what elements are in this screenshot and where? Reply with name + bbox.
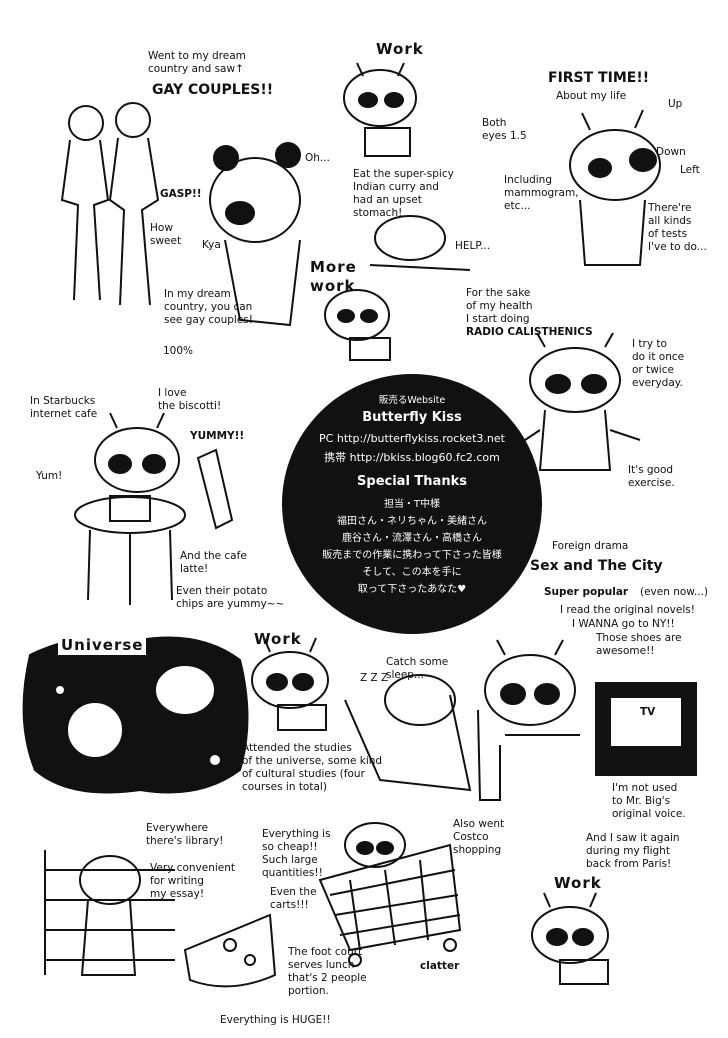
cheap-text: Everything is so cheap!! Such large quan… <box>262 828 331 880</box>
thanks-line: そして、この本を手に <box>362 567 462 578</box>
library-text: Everywhere there's library! <box>146 822 224 848</box>
thanks-title: Special Thanks <box>357 474 467 489</box>
about-life-text: About my life <box>556 90 627 102</box>
left-text: Left <box>680 164 700 176</box>
yum-text: Yum! <box>36 470 63 482</box>
thanks-line: 鹿谷さん・流澤さん・高橋さん <box>342 533 482 544</box>
bottom-work-character <box>531 892 609 985</box>
health-character <box>569 109 661 266</box>
starbucks-character <box>74 412 186 605</box>
how-sweet-text: How sweet <box>150 222 182 248</box>
radio-calisthenics-text: RADIO CALISTHENICS <box>466 326 593 338</box>
novels-text: I read the original novels! <box>560 604 695 616</box>
show-title-text: Sex and The City <box>530 558 663 574</box>
gay-couples-text: GAY COUPLES!! <box>152 82 274 98</box>
percent-badge: 100% <box>163 345 194 357</box>
more-work-title: More work <box>310 258 357 295</box>
first-time-text: FIRST TIME!! <box>548 70 650 86</box>
panda-character <box>209 142 301 327</box>
flight-text: And I saw it again during my flight back… <box>586 832 680 871</box>
costco-text: Also went Costco shopping <box>453 818 505 857</box>
website-caption: 販売るWebsite <box>378 395 446 406</box>
curry-text: Eat the super-spicy Indian curry and had… <box>353 168 454 220</box>
sleeping-character <box>344 674 472 792</box>
thanks-line: 販売までの作業に携わって下さった皆様 <box>322 550 502 561</box>
down-text: Down <box>656 146 686 158</box>
info-circle: 販売るWebsite Butterfly Kiss PC http://butt… <box>282 374 542 634</box>
biscotti-text: I love the biscotti! <box>158 387 222 413</box>
work-title-top: Work <box>376 40 424 58</box>
foodcourt-text: The foot court serves lunch that's 2 peo… <box>288 946 367 998</box>
zzz-text: Z Z Z <box>360 672 389 684</box>
universe-work-title: Work <box>254 630 302 648</box>
pizza-slice <box>183 913 277 988</box>
universe-title: Universe <box>58 636 147 655</box>
starbucks-title: In Starbucks internet cafe <box>30 395 98 421</box>
help-text: HELP... <box>455 240 491 252</box>
mammogram-text: Including mammogram, etc... <box>504 174 579 213</box>
huge-text: Everything is HUGE!! <box>220 1014 331 1026</box>
shoes-text: Those shoes are awesome!! <box>596 632 682 658</box>
tests-text: There're all kinds of tests I've to do..… <box>648 202 707 254</box>
thanks-line: 担当・T中様 <box>383 499 441 510</box>
chips-text: Even their potato chips are yummy~~ <box>176 585 285 611</box>
work-character-top <box>343 62 417 157</box>
sick-character <box>369 215 471 271</box>
pc-label: PC <box>319 432 334 445</box>
clatter-text: clatter <box>420 960 460 972</box>
super-popular-text: Super popular <box>544 586 629 598</box>
library-scene <box>44 850 175 976</box>
dream-note: In my dream country, you can see gay cou… <box>164 288 253 327</box>
circle-title: Butterfly Kiss <box>362 410 462 425</box>
not-used-text: I'm not used to Mr. Big's original voice… <box>612 782 686 821</box>
up-text: Up <box>668 98 683 110</box>
more-work-character <box>324 289 391 361</box>
couple-figures <box>60 102 160 306</box>
try-text: I try to do it once or twice everyday. <box>632 338 685 390</box>
kya-text: Kya <box>202 239 221 251</box>
tv-watching-character <box>477 639 697 801</box>
thanks-line: 取って下さったあなた♥ <box>357 584 467 595</box>
health-sake-text: For the sake of my health I start doing <box>466 287 533 326</box>
thanks-line: 福田さん・ネリちゃん・美緒さん <box>337 516 487 527</box>
ny-text: I WANNA go to NY!! <box>572 618 675 630</box>
pc-url-line: PC http://butterflykiss.rocket3.net <box>282 432 542 445</box>
pc-url: http://butterflykiss.rocket3.net <box>336 432 505 445</box>
shopping-cart <box>318 843 462 967</box>
gasp-text: GASP!! <box>160 188 202 200</box>
even-now-text: (even now...) <box>640 586 709 598</box>
eyes-text: Both eyes 1.5 <box>482 117 527 143</box>
mobile-url: http://bkiss.blog60.fc2.com <box>349 451 500 464</box>
convenient-text: Very convenient for writing my essay! <box>150 862 236 901</box>
biscotti <box>196 448 234 530</box>
studies-text: Attended the studies of the universe, so… <box>242 742 383 794</box>
carts-text: Even the carts!!! <box>270 886 317 912</box>
mobile-label: 携帯 <box>324 451 347 464</box>
yummy-text: YUMMY!! <box>190 430 245 442</box>
costco-character <box>344 822 406 868</box>
good-exercise-text: It's good exercise. <box>628 464 675 490</box>
latte-text: And the cafe latte! <box>180 550 247 576</box>
dream-intro: Went to my dream country and saw↑ <box>148 50 246 76</box>
foreign-drama-text: Foreign drama <box>552 540 629 552</box>
universe-panel <box>22 636 249 794</box>
bottom-work-title: Work <box>554 874 602 892</box>
sleep-text: Catch some sleep... <box>386 656 449 682</box>
universe-work-character <box>251 637 329 731</box>
tv-label: TV <box>640 706 656 718</box>
oh-text: Oh... <box>305 152 330 164</box>
mobile-url-line: 携帯 http://bkiss.blog60.fc2.com <box>282 449 542 465</box>
